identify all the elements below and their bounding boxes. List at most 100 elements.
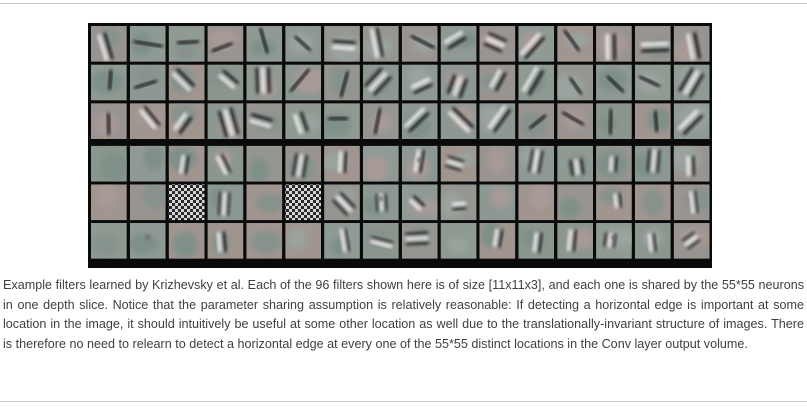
- filter-tile: [401, 103, 438, 139]
- filter-tile: [285, 223, 322, 259]
- filter-tile: [285, 26, 322, 62]
- filter-tile: [285, 103, 322, 139]
- filter-tile: [168, 145, 205, 182]
- filter-tile: [324, 145, 360, 182]
- filter-tile: [362, 223, 399, 259]
- filter-tile: [557, 26, 593, 62]
- filter-tile: [324, 184, 360, 221]
- filter-tile: [207, 103, 244, 139]
- filter-tile: [518, 223, 555, 259]
- filter-tile: [168, 184, 205, 221]
- filter-tile: [596, 223, 632, 259]
- filter-tile: [518, 26, 555, 62]
- filter-tile: [246, 223, 283, 259]
- filter-tile: [246, 184, 283, 221]
- filter-tile: [557, 145, 593, 182]
- filter-tile: [129, 145, 166, 182]
- filter-tile: [91, 64, 127, 101]
- filter-tile: [557, 64, 593, 101]
- filter-tile: [673, 103, 710, 139]
- filter-tile: [246, 64, 283, 101]
- filter-tile: [479, 184, 516, 221]
- filter-tile: [479, 26, 516, 62]
- filter-tile: [673, 26, 710, 62]
- filter-tile: [518, 145, 555, 182]
- filter-tile: [207, 26, 244, 62]
- filter-tile: [324, 26, 360, 62]
- filter-tile: [285, 184, 322, 221]
- filter-tile: [362, 26, 399, 62]
- filter-tile: [440, 26, 477, 62]
- filter-tile: [285, 64, 322, 101]
- filter-tile: [673, 64, 710, 101]
- filter-tile: [401, 64, 438, 101]
- filter-tile: [596, 26, 632, 62]
- filters-figure: [88, 23, 712, 268]
- filter-tile: [557, 103, 593, 139]
- filter-tile: [91, 184, 127, 221]
- filter-tile: [440, 64, 477, 101]
- filter-tile: [479, 64, 516, 101]
- filter-tile: [596, 64, 632, 101]
- filter-tile: [168, 64, 205, 101]
- filter-tile: [285, 145, 322, 182]
- filter-tile: [207, 223, 244, 259]
- filter-tile: [207, 64, 244, 101]
- filter-tile: [479, 223, 516, 259]
- filter-tile: [596, 184, 632, 221]
- filter-tile: [479, 103, 516, 139]
- bottom-divider: [0, 401, 807, 402]
- filter-tile: [634, 64, 671, 101]
- filter-tile: [673, 145, 710, 182]
- filter-tile: [596, 145, 632, 182]
- filter-tile: [518, 64, 555, 101]
- filter-tile: [246, 26, 283, 62]
- filter-tile: [634, 145, 671, 182]
- filter-tile: [129, 64, 166, 101]
- filter-tile: [362, 64, 399, 101]
- filter-tile: [324, 103, 360, 139]
- filter-tile: [129, 103, 166, 139]
- filter-tile: [207, 184, 244, 221]
- filter-tile: [246, 103, 283, 139]
- filter-tile: [362, 184, 399, 221]
- filter-tile: [440, 103, 477, 139]
- filter-tile: [129, 26, 166, 62]
- filter-tile: [91, 145, 127, 182]
- filter-tile: [557, 184, 593, 221]
- filter-tile: [129, 184, 166, 221]
- filter-tile: [129, 223, 166, 259]
- filter-tile: [634, 184, 671, 221]
- filter-tile: [634, 26, 671, 62]
- filter-tile: [479, 145, 516, 182]
- filter-tile: [673, 184, 710, 221]
- filter-tile: [362, 103, 399, 139]
- filter-tile: [440, 145, 477, 182]
- top-divider: [0, 3, 807, 4]
- filter-tile: [168, 103, 205, 139]
- filter-tile: [324, 223, 360, 259]
- filter-tile: [673, 223, 710, 259]
- filter-tile: [401, 184, 438, 221]
- filter-tile: [168, 223, 205, 259]
- filter-tile: [440, 223, 477, 259]
- filter-tile: [596, 103, 632, 139]
- filter-tile: [207, 145, 244, 182]
- filter-tile: [91, 103, 127, 139]
- filter-tile: [401, 223, 438, 259]
- filter-tile: [246, 145, 283, 182]
- filter-tile: [440, 184, 477, 221]
- filter-tile: [168, 26, 205, 62]
- filter-tile: [362, 145, 399, 182]
- filter-tile: [401, 145, 438, 182]
- filter-tile: [324, 64, 360, 101]
- filter-tile: [557, 223, 594, 259]
- filter-tile: [634, 103, 671, 139]
- filter-tile: [518, 103, 555, 139]
- figure-caption: Example filters learned by Krizhevsky et…: [3, 278, 804, 351]
- filters-grid: [91, 26, 710, 259]
- filter-tile: [401, 26, 438, 62]
- filter-tile: [91, 223, 127, 259]
- filter-tile: [518, 184, 555, 221]
- filter-tile: [634, 223, 671, 259]
